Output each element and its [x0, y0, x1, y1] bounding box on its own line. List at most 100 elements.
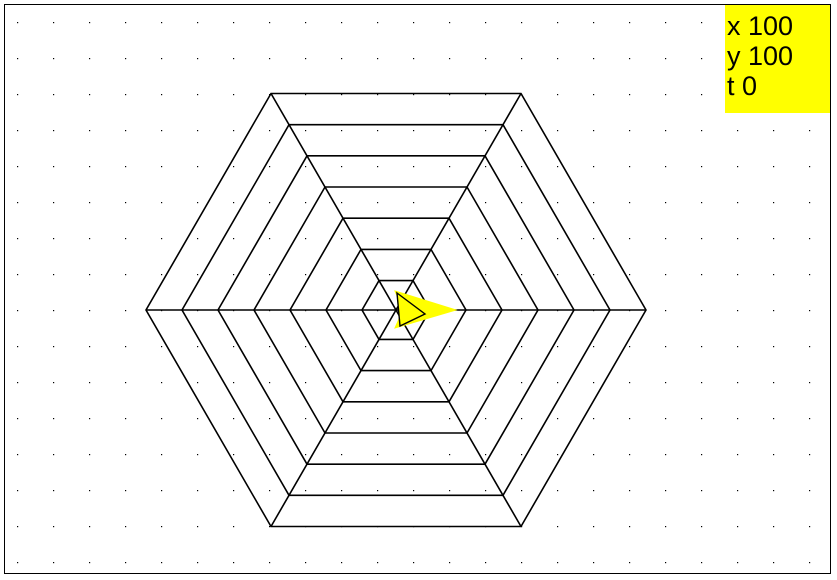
- grid-dot: [161, 418, 163, 420]
- grid-dot: [809, 382, 811, 384]
- grid-dot: [89, 166, 91, 168]
- grid-dot: [269, 274, 271, 276]
- grid-dot: [341, 166, 343, 168]
- grid-dot: [17, 94, 19, 96]
- grid-dot: [773, 382, 775, 384]
- grid-dot: [629, 130, 631, 132]
- grid-dot: [17, 58, 19, 60]
- grid-dot: [449, 238, 451, 240]
- grid-dot: [53, 58, 55, 60]
- grid-dot: [161, 166, 163, 168]
- grid-dot: [557, 418, 559, 420]
- grid-dot: [125, 346, 127, 348]
- grid-dot: [485, 94, 487, 96]
- grid-dot: [485, 346, 487, 348]
- grid-dot: [413, 562, 415, 564]
- grid-dot: [233, 562, 235, 564]
- grid-dot: [665, 166, 667, 168]
- grid-dot: [341, 382, 343, 384]
- grid-dot: [557, 526, 559, 528]
- grid-dot: [809, 346, 811, 348]
- grid-dot: [701, 166, 703, 168]
- coordinate-readout: x 100 y 100 t 0: [725, 5, 830, 113]
- grid-dot: [485, 58, 487, 60]
- grid-dot: [413, 202, 415, 204]
- grid-dot: [701, 382, 703, 384]
- grid-dot: [161, 382, 163, 384]
- grid-dot: [521, 22, 523, 24]
- grid-dot: [341, 274, 343, 276]
- grid-dot: [557, 454, 559, 456]
- grid-dot: [485, 274, 487, 276]
- grid-dot: [341, 130, 343, 132]
- grid-dot: [593, 454, 595, 456]
- grid-dot: [197, 274, 199, 276]
- grid-dot: [593, 130, 595, 132]
- grid-dot: [665, 454, 667, 456]
- grid-dot: [53, 238, 55, 240]
- grid-dot: [305, 346, 307, 348]
- grid-dot: [701, 490, 703, 492]
- grid-dot: [377, 58, 379, 60]
- hexagon-spoke: [395, 93, 522, 311]
- grid-dot: [809, 490, 811, 492]
- grid-dot: [125, 238, 127, 240]
- grid-dot: [233, 490, 235, 492]
- grid-dot: [629, 562, 631, 564]
- grid-dot: [341, 418, 343, 420]
- grid-dot: [305, 274, 307, 276]
- grid-dot: [269, 22, 271, 24]
- grid-dot: [485, 454, 487, 456]
- grid-dot: [593, 274, 595, 276]
- grid-dot: [89, 454, 91, 456]
- grid-dot: [593, 238, 595, 240]
- grid-dot: [809, 166, 811, 168]
- grid-dot: [53, 382, 55, 384]
- grid-dot: [593, 490, 595, 492]
- grid-dot: [17, 166, 19, 168]
- grid-dot: [521, 346, 523, 348]
- grid-dot: [629, 490, 631, 492]
- grid-dot: [521, 418, 523, 420]
- grid-dot: [17, 418, 19, 420]
- grid-dot: [485, 166, 487, 168]
- grid-dot: [161, 238, 163, 240]
- grid-dot: [557, 202, 559, 204]
- grid-dot: [629, 202, 631, 204]
- grid-dot: [413, 454, 415, 456]
- grid-dot: [413, 94, 415, 96]
- grid-dot: [233, 22, 235, 24]
- grid-dot: [53, 166, 55, 168]
- grid-dot: [593, 418, 595, 420]
- grid-dot: [89, 490, 91, 492]
- grid-dot: [197, 22, 199, 24]
- grid-dot: [305, 382, 307, 384]
- grid-dot: [197, 238, 199, 240]
- grid-dot: [89, 310, 91, 312]
- turtle-outline: [396, 291, 427, 328]
- grid-dot: [737, 166, 739, 168]
- grid-dot: [521, 166, 523, 168]
- grid-dot: [809, 454, 811, 456]
- grid-dot: [269, 490, 271, 492]
- grid-dot: [737, 310, 739, 312]
- grid-dot: [413, 130, 415, 132]
- grid-dot: [521, 454, 523, 456]
- grid-dot: [773, 130, 775, 132]
- grid-dot: [593, 382, 595, 384]
- grid-dot: [125, 310, 127, 312]
- grid-dot: [125, 454, 127, 456]
- grid-dot: [305, 454, 307, 456]
- grid-dot: [485, 562, 487, 564]
- grid-dot: [773, 166, 775, 168]
- grid-dot: [809, 526, 811, 528]
- grid-dot: [629, 22, 631, 24]
- grid-dot: [557, 346, 559, 348]
- grid-dot: [197, 58, 199, 60]
- grid-dot: [125, 490, 127, 492]
- grid-dot: [593, 22, 595, 24]
- grid-dot: [413, 274, 415, 276]
- grid-dot: [53, 94, 55, 96]
- grid-dot: [305, 562, 307, 564]
